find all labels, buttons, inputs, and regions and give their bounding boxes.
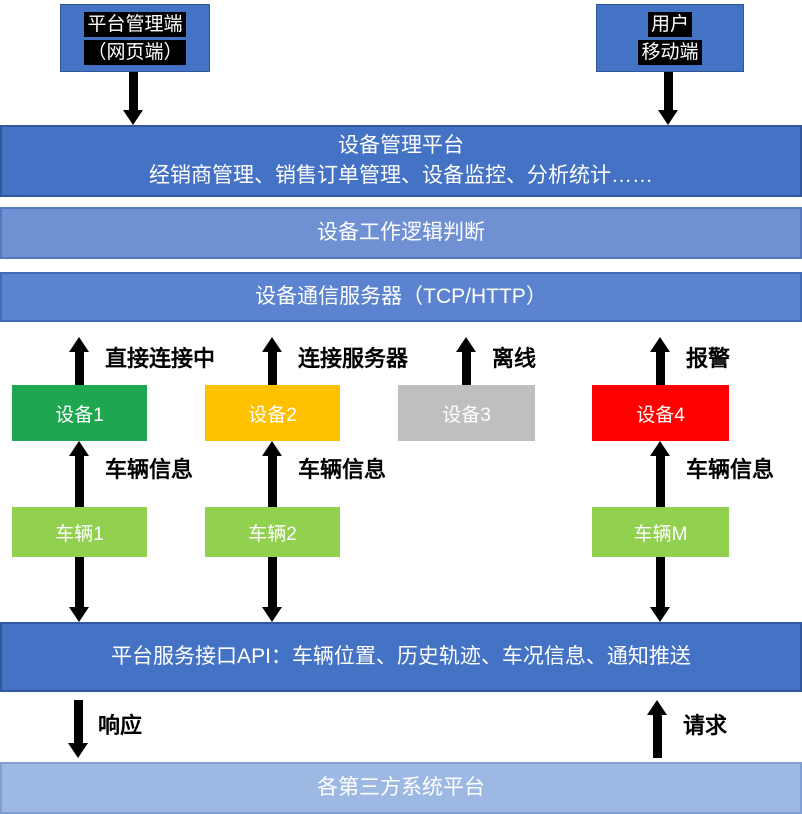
arrow-head [456,337,476,352]
device1-to-vehicle-arrow-icon [69,441,89,507]
node-title-line: （网页端） [84,39,186,65]
node-title-line: 平台管理端 [84,11,186,37]
device-label: 设备1 [55,404,104,426]
device-status-label: 直接连接中 [105,346,216,371]
arrow-head [262,441,282,456]
device1-to-server-arrow-icon [69,337,89,385]
node-platform-admin-web: 平台管理端 （网页端） [60,4,210,72]
arrow-stem [655,454,665,507]
device-label: 设备4 [636,404,685,426]
vehicle-box-m: 车辆M [592,507,729,557]
layer-title: 各第三方系统平台 [317,776,485,799]
arrow-stem [267,557,277,609]
device-box-3: 设备3 [398,385,535,441]
vehicle-link-label: 车辆信息 [686,457,775,482]
arrow-stem [74,454,84,507]
layer-title: 设备工作逻辑判断 [317,221,485,244]
device3-to-server-arrow-icon [456,337,476,385]
vehicle1-to-api-arrow-icon [69,557,89,622]
arrow-head [647,700,667,715]
arrow-stem [655,557,665,609]
layer-title: 设备通信服务器（TCP/HTTP） [255,285,547,308]
device-box-4: 设备4 [592,385,729,441]
arrow-stem [74,557,84,609]
node-user-mobile: 用户 移动端 [596,4,744,72]
vehicle-label: 车辆M [633,523,688,545]
arrow-stem [73,700,83,745]
vehicle-label: 车辆1 [55,523,104,545]
vehicle2-to-api-arrow-icon [262,557,282,622]
device2-to-server-arrow-icon [262,337,282,385]
arrow-head [650,607,670,622]
layer-third-party-systems: 各第三方系统平台 [0,762,802,814]
arrow-head [658,110,678,125]
vehicle-link-label: 车辆信息 [105,457,194,482]
arrow-stem [74,350,84,385]
arrow-stem [652,713,662,758]
arrow-stem [461,350,471,385]
arrow-stem [267,454,277,507]
layer-title: 设备管理平台 [338,134,464,157]
vehiclem-to-api-arrow-icon [650,557,670,622]
arrow-head [68,743,88,758]
layer-subtitle: 经销商管理、销售订单管理、设备监控、分析统计…… [149,164,653,187]
layer-device-management-platform: 设备管理平台 经销商管理、销售订单管理、设备监控、分析统计…… [0,125,802,197]
arrow-stem [267,350,277,385]
device-label: 设备2 [248,404,297,426]
arrow-head [69,607,89,622]
arrow-head [650,441,670,456]
node-title-line: 用户 [647,11,692,37]
device-status-label: 连接服务器 [298,346,409,371]
api-response-arrow-icon [68,700,88,758]
layer-api: 平台服务接口API：车辆位置、历史轨迹、车况信息、通知推送 [0,622,802,692]
api-request-arrow-icon [647,700,667,758]
device4-to-server-arrow-icon [650,337,670,385]
layer-comm-server: 设备通信服务器（TCP/HTTP） [0,272,802,322]
arrow-head [69,441,89,456]
vehicle-box-2: 车辆2 [205,507,340,557]
arrow-stem [655,350,665,385]
layer-title: 平台服务接口API：车辆位置、历史轨迹、车况信息、通知推送 [111,645,691,668]
device4-to-vehicle-arrow-icon [650,441,670,507]
vehicle-box-1: 车辆1 [12,507,147,557]
arrow-head [262,607,282,622]
arrow-head [262,337,282,352]
user-to-platform-arrow-icon [658,72,678,125]
device-box-1: 设备1 [12,385,147,441]
arrow-stem [663,72,673,112]
device-label: 设备3 [442,404,491,426]
arrow-stem [128,72,138,112]
device-box-2: 设备2 [205,385,340,441]
device-status-label: 离线 [492,346,537,371]
arrow-head [123,110,143,125]
node-title-line: 移动端 [638,39,702,65]
layer-device-work-logic: 设备工作逻辑判断 [0,207,802,259]
device2-to-vehicle-arrow-icon [262,441,282,507]
request-label: 请求 [683,713,728,738]
arrow-head [69,337,89,352]
arrow-head [650,337,670,352]
vehicle-label: 车辆2 [248,523,297,545]
device-status-label: 报警 [686,346,731,371]
admin-to-platform-arrow-icon [123,72,143,125]
response-label: 响应 [98,713,143,738]
vehicle-link-label: 车辆信息 [298,457,387,482]
